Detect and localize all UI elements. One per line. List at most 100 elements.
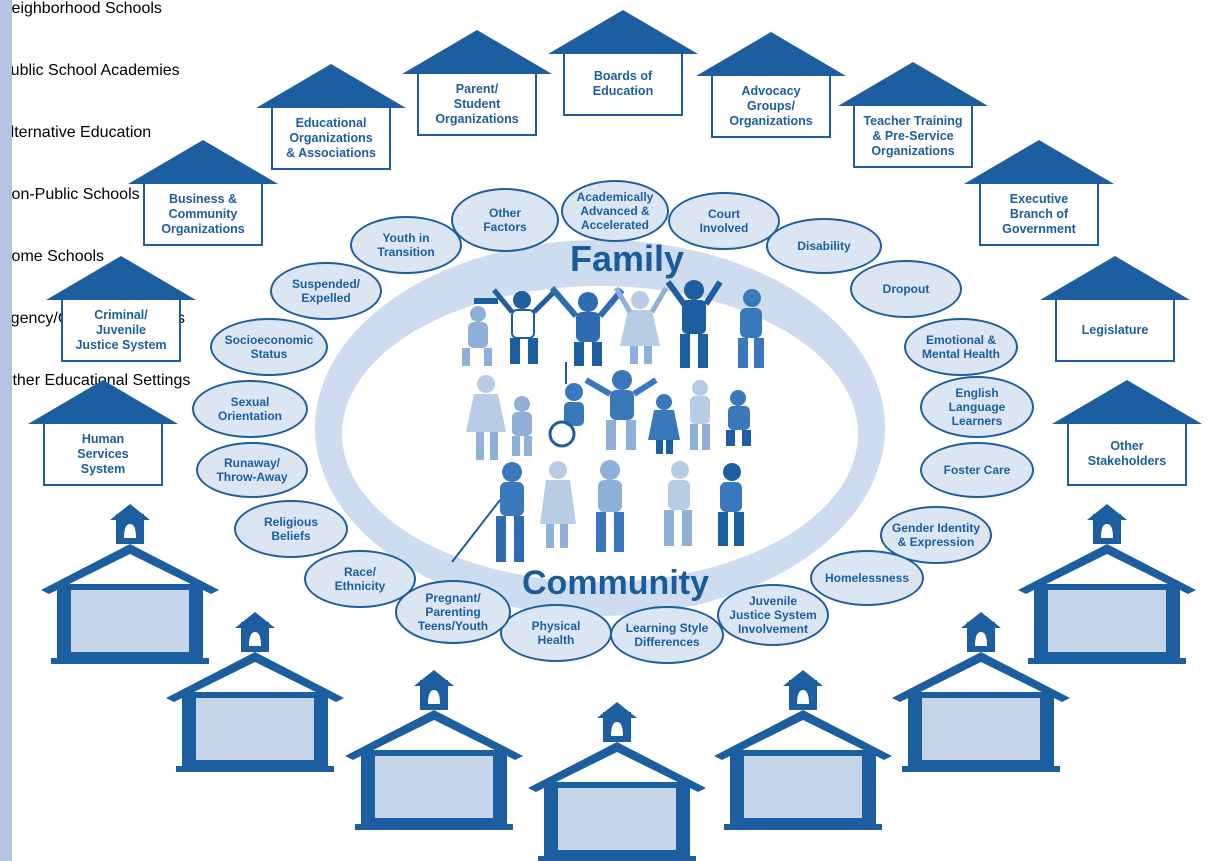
stakeholder-label: Human Services System (77, 431, 129, 476)
bell-icon (124, 524, 136, 538)
house-roof (402, 30, 552, 74)
people-cluster (451, 280, 764, 563)
child-figure (549, 286, 625, 366)
bell-icon (975, 632, 987, 646)
bell-icon (249, 632, 261, 646)
house-roof (256, 64, 406, 108)
child-figure (596, 460, 624, 552)
community-label: Community (522, 564, 709, 602)
left-edge-bar (0, 0, 12, 861)
factor-bubble-homelessness: Homelessness (810, 550, 924, 606)
factor-bubble-other-factors: Other Factors (451, 188, 559, 252)
school-base (1028, 658, 1186, 664)
factor-bubble-sexual-orientation: Sexual Orientation (192, 380, 308, 438)
factor-label: Court Involved (699, 207, 749, 235)
stakeholder-label: Other Stakeholders (1087, 439, 1167, 468)
school-label-panel (71, 590, 189, 652)
house-body: Parent/ Student Organizations (417, 74, 537, 136)
factor-label: Runaway/ Throw-Away (216, 456, 288, 484)
school-shapes (41, 504, 1196, 861)
house-body: Executive Branch of Government (979, 184, 1099, 246)
stakeholder-label: Criminal/ Juvenile Justice System (75, 307, 167, 352)
house-body: Legislature (1055, 300, 1175, 362)
factor-label: Disability (797, 239, 851, 253)
house-roof (46, 256, 196, 300)
schoolhouse-alternative-education (345, 670, 523, 830)
factor-label: Homelessness (824, 571, 910, 585)
schoolhouse-other-educational (1018, 504, 1196, 664)
child-figure (512, 396, 532, 456)
school-base (176, 766, 334, 772)
bell-tower-roof (1087, 504, 1127, 520)
bell-icon (797, 690, 809, 704)
factor-label: Learning Style Differences (625, 621, 709, 649)
bell-tower-roof (597, 702, 637, 718)
school-label-panel (1048, 590, 1166, 652)
house-body: Business & Community Organizations (143, 184, 263, 246)
school-label: Neighborhood Schools (0, 0, 162, 17)
house-roof (964, 140, 1114, 184)
school-label: Alternative Education (0, 124, 152, 141)
school-base (355, 824, 513, 830)
house-body: Educational Organizations & Associations (271, 108, 391, 170)
school-label-panel (375, 756, 493, 818)
child-figure (492, 288, 558, 364)
school-label-panel (196, 698, 314, 760)
school-label-panel (558, 788, 676, 850)
house-body: Teacher Training & Pre-Service Organizat… (853, 106, 973, 168)
factor-bubble-race-ethnicity: Race/ Ethnicity (304, 550, 416, 608)
wheelchair-figure (548, 362, 584, 448)
school-base (902, 766, 1060, 772)
stakeholder-label: Educational Organizations & Associations (286, 115, 376, 160)
factor-bubble-religious-beliefs: Religious Beliefs (234, 500, 348, 558)
house-body: Boards of Education (563, 54, 683, 116)
factor-bubble-juvenile-justice-involvement: Juvenile Justice System Involvement (717, 584, 829, 646)
child-figure (690, 380, 710, 450)
house-roof (548, 10, 698, 54)
house-roof (1040, 256, 1190, 300)
factor-bubble-learning-style: Learning Style Differences (610, 606, 724, 664)
house-body: Criminal/ Juvenile Justice System (61, 300, 181, 362)
factor-bubble-socioeconomic: Socioeconomic Status (210, 318, 328, 376)
school-base (538, 856, 696, 861)
factor-label: Youth in Transition (377, 231, 435, 259)
house-roof (1052, 380, 1202, 424)
schoolhouse-public-school-academies (166, 612, 344, 772)
bell-tower-roof (235, 612, 275, 628)
stakeholder-label: Advocacy Groups/ Organizations (729, 83, 813, 128)
school-label: Public School Academies (0, 62, 180, 79)
child-figure (613, 286, 669, 364)
factor-bubble-pregnant-parenting: Pregnant/ Parenting Teens/Youth (395, 580, 511, 644)
child-figure (726, 390, 751, 446)
house-roof (28, 380, 178, 424)
factor-label: Academically Advanced & Accelerated (576, 190, 654, 232)
factor-bubble-foster-care: Foster Care (920, 442, 1034, 498)
factor-label: Other Factors (483, 206, 527, 234)
school-base (724, 824, 882, 830)
bell-tower-roof (110, 504, 150, 520)
factor-label: Sexual Orientation (217, 395, 282, 423)
family-label: Family (570, 238, 685, 279)
factor-label: Pregnant/ Parenting Teens/Youth (417, 591, 489, 633)
bell-icon (611, 722, 623, 736)
factor-bubble-runaway: Runaway/ Throw-Away (196, 442, 308, 498)
house-body: Advocacy Groups/ Organizations (711, 76, 831, 138)
child-figure (665, 280, 723, 368)
child-figure (664, 461, 692, 546)
child-figure (451, 462, 524, 563)
bell-tower-roof (961, 612, 1001, 628)
bell-icon (428, 690, 440, 704)
factor-bubble-dropout: Dropout (850, 260, 962, 318)
bell-tower-roof (783, 670, 823, 686)
factor-bubble-youth-in-transition: Youth in Transition (350, 216, 462, 274)
child-figure (738, 289, 764, 368)
school-label-panel (922, 698, 1040, 760)
factor-label: Race/ Ethnicity (334, 565, 386, 593)
schoolhouse-neighborhood-schools (41, 504, 219, 664)
schoolhouse-agency-court (892, 612, 1070, 772)
child-figure (462, 298, 498, 366)
factor-bubble-emotional-mental-health: Emotional & Mental Health (904, 318, 1018, 376)
house-roof (696, 32, 846, 76)
child-figure (540, 461, 576, 548)
